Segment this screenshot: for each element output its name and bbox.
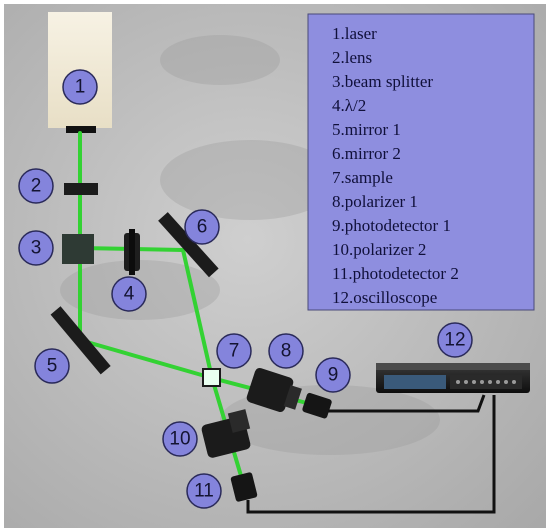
svg-text:5: 5 <box>47 356 58 377</box>
mirror-2 <box>158 212 219 278</box>
svg-text:6: 6 <box>197 217 208 238</box>
svg-text:2: 2 <box>31 176 42 197</box>
cable-detector2 <box>246 395 496 514</box>
svg-text:3: 3 <box>31 238 42 259</box>
sample-cuvette <box>202 368 221 387</box>
legend-item: 2.lens <box>332 48 372 67</box>
legend-item: 9.photodetector 1 <box>332 216 451 235</box>
svg-text:4: 4 <box>124 284 135 305</box>
legend-panel <box>307 13 535 311</box>
svg-text:11: 11 <box>194 481 214 502</box>
legend-item: 4.λ/2 <box>332 96 366 115</box>
svg-text:10: 10 <box>169 429 190 450</box>
svg-text:1: 1 <box>75 77 86 98</box>
polarizer-1 <box>246 368 302 412</box>
signal-cables <box>246 394 496 514</box>
legend-box: 1.laser 2.lens 3.beam splitter 4.λ/2 5.m… <box>307 13 535 311</box>
badge-9: 9 <box>315 357 351 393</box>
badge-11: 11 <box>186 473 222 509</box>
legend-item: 7.sample <box>332 168 393 187</box>
legend-item: 8.polarizer 1 <box>332 192 418 211</box>
cable-detector1 <box>328 394 486 413</box>
legend-item: 10.polarizer 2 <box>332 240 426 259</box>
oscilloscope-top <box>376 363 530 370</box>
legend-item: 5.mirror 1 <box>332 120 401 139</box>
svg-text:9: 9 <box>328 365 339 386</box>
badge-1: 1 <box>62 69 98 105</box>
lens-element <box>64 183 98 195</box>
photodetector-2 <box>230 472 258 502</box>
half-wave-plate <box>124 229 140 275</box>
badge-4: 4 <box>111 276 147 312</box>
laser-aperture <box>66 126 96 133</box>
legend-item: 11.photodetector 2 <box>332 264 459 283</box>
beam-splitter-cube <box>62 234 94 264</box>
svg-text:8: 8 <box>281 341 292 362</box>
legend-item: 12.oscilloscope <box>332 288 437 307</box>
badge-2: 2 <box>18 168 54 204</box>
badge-5: 5 <box>34 348 70 384</box>
beam-mirror1-to-sample <box>78 338 214 380</box>
photodetector-1 <box>302 392 332 419</box>
polarizer-2 <box>201 409 251 458</box>
number-badges: 1 2 3 4 5 6 7 8 <box>18 69 473 509</box>
legend-item: 1.laser <box>332 24 377 43</box>
badge-7: 7 <box>216 333 252 369</box>
badge-3: 3 <box>18 230 54 266</box>
legend-item: 3.beam splitter <box>332 72 433 91</box>
beam-mirror2-to-sample <box>181 248 214 380</box>
mirror-1 <box>50 306 111 375</box>
badge-8: 8 <box>268 333 304 369</box>
svg-text:12: 12 <box>444 330 465 351</box>
badge-10: 10 <box>162 421 198 457</box>
oscilloscope-screen <box>384 375 446 389</box>
svg-text:7: 7 <box>229 341 240 362</box>
badge-6: 6 <box>184 209 220 245</box>
legend-item: 6.mirror 2 <box>332 144 401 163</box>
oscilloscope-unit <box>376 363 530 393</box>
badge-12: 12 <box>437 322 473 358</box>
